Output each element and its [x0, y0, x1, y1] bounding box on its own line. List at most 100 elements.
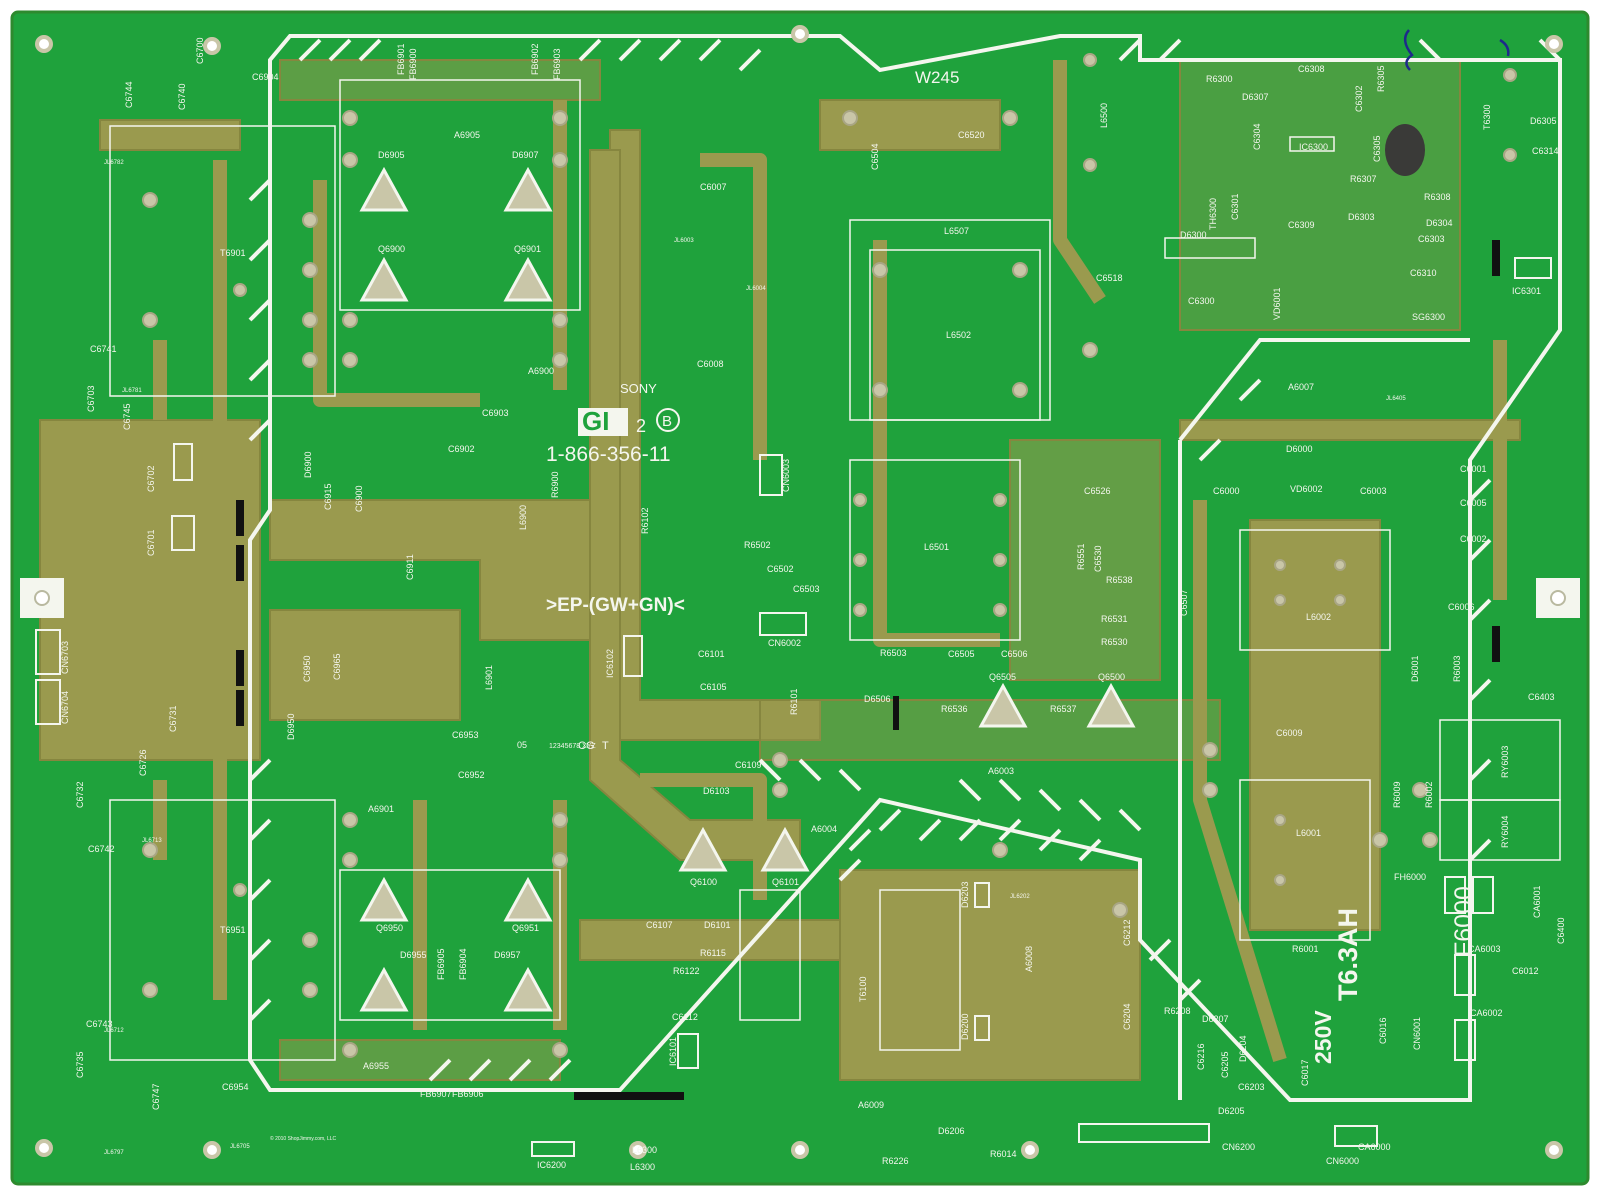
label-c6008: C6008 — [697, 359, 724, 369]
label-jl6797: JL6797 — [104, 1150, 124, 1156]
label-c6745: C6745 — [122, 403, 132, 430]
label-r6538: R6538 — [1106, 575, 1133, 585]
label-c6000: C6000 — [1213, 486, 1240, 496]
label-cn6704: CN6704 — [60, 691, 70, 724]
label-d6907: D6907 — [512, 150, 539, 160]
year-code: 05 — [517, 740, 527, 750]
label-l6507: L6507 — [944, 226, 969, 236]
label-c6902: C6902 — [448, 444, 475, 454]
revision-mark: B — [662, 413, 672, 430]
silkscreen-text: SONY GI 2 B 1-866-356-11 W245 >EP-(GW+GN… — [270, 68, 1478, 1142]
label-jl6405: JL6405 — [1386, 396, 1406, 402]
label-ca6003: CA6003 — [1468, 944, 1501, 954]
label-q6505: Q6505 — [989, 672, 1016, 682]
label-a6901: A6901 — [368, 804, 394, 814]
model-label: GI — [582, 406, 609, 436]
solder-pads — [142, 53, 1517, 1058]
label-jl6713: JL6713 — [142, 838, 162, 844]
label-r6900: R6900 — [550, 471, 560, 498]
label-r6226: R6226 — [882, 1156, 909, 1166]
label-c6310: C6310 — [1410, 268, 1437, 278]
label-d6300: D6300 — [1180, 230, 1207, 240]
label-d6957: D6957 — [494, 950, 521, 960]
label-c6965: C6965 — [332, 653, 342, 680]
label-c6502: C6502 — [767, 564, 794, 574]
label-c6744: C6744 — [124, 81, 134, 108]
fuse-name: F6000 — [1450, 886, 1478, 957]
label-c6001: C6001 — [1460, 464, 1487, 474]
label-d6950: D6950 — [286, 713, 296, 740]
label-c6107: C6107 — [646, 920, 673, 930]
reference-designators: C6904 C6700 C6744 C6740 JL6782 FB6901 FB… — [60, 37, 1566, 1172]
label-c6303: C6303 — [1418, 234, 1445, 244]
label-fb6901: FB6901 — [396, 43, 406, 75]
primary-boundary — [1178, 338, 1470, 1100]
label-l6001: L6001 — [1296, 828, 1321, 838]
label-r6502: R6502 — [744, 540, 771, 550]
fuse-rating: T6.3AH — [1333, 908, 1363, 1001]
label-c6726: C6726 — [138, 749, 148, 776]
label-d6900: D6900 — [303, 451, 313, 478]
label-c6504: C6504 — [870, 143, 880, 170]
label-sg6300: SG6300 — [1412, 312, 1445, 322]
label-jl6004: JL6004 — [746, 286, 766, 292]
label-c6732: C6732 — [75, 781, 85, 808]
label-d6000: D6000 — [1286, 444, 1313, 454]
label-d6103: D6103 — [703, 786, 730, 796]
label-a6900: A6900 — [528, 366, 554, 376]
label-r6001: R6001 — [1292, 944, 1319, 954]
label-q6951: Q6951 — [512, 923, 539, 933]
label-c6742: C6742 — [88, 844, 115, 854]
label-ry6003: RY6003 — [1500, 746, 1510, 778]
label-r6003: R6003 — [1452, 655, 1462, 682]
label-r6531: R6531 — [1101, 614, 1128, 624]
label-c6403: C6403 — [1528, 692, 1555, 702]
label-fb6907: FB6907 — [420, 1089, 452, 1099]
right-tab-hole — [1550, 590, 1566, 606]
label-t6100: T6100 — [858, 976, 868, 1002]
label-q6500: Q6500 — [1098, 672, 1125, 682]
label-ca6002: CA6002 — [1470, 1008, 1503, 1018]
label-ic6101: IC6101 — [668, 1037, 678, 1066]
label-r6536: R6536 — [941, 704, 968, 714]
label-cn6200: CN6200 — [1222, 1142, 1255, 1152]
label-ic6301: IC6301 — [1512, 286, 1541, 296]
label-r6014: R6014 — [990, 1149, 1017, 1159]
label-d6307: D6307 — [1242, 92, 1269, 102]
label-ca6001: CA6001 — [1532, 885, 1542, 918]
label-c6903: C6903 — [482, 408, 509, 418]
label-c6701: C6701 — [146, 529, 156, 556]
label-l6500: L6500 — [1099, 103, 1109, 128]
label-vd6001: VD6001 — [1272, 287, 1282, 320]
revision-label: 2 — [636, 416, 646, 436]
label-a6004: A6004 — [811, 824, 837, 834]
label-c6904: C6904 — [252, 72, 279, 82]
board-edge — [10, 10, 1590, 1186]
label-d6205: D6205 — [1218, 1106, 1245, 1116]
label-c6703: C6703 — [86, 385, 96, 412]
label-c6304: C6304 — [1252, 123, 1262, 150]
label-c6518: C6518 — [1096, 273, 1123, 283]
label-jl6782: JL6782 — [104, 160, 124, 166]
label-a6009: A6009 — [858, 1100, 884, 1110]
label-c6950: C6950 — [302, 655, 312, 682]
label-c6702: C6702 — [146, 465, 156, 492]
label-fb6904: FB6904 — [458, 948, 468, 980]
label-d6955: D6955 — [400, 950, 427, 960]
label-q6900: Q6900 — [378, 244, 405, 254]
label-l6300: L6300 — [630, 1162, 655, 1172]
label-r6122: R6122 — [673, 966, 700, 976]
label-ca6000: CA6000 — [1358, 1142, 1391, 1152]
connector-footprints — [35, 257, 1552, 1157]
label-c6205: C6205 — [1220, 1051, 1230, 1078]
label-th6300: TH6300 — [1208, 198, 1218, 230]
black-component — [1385, 124, 1425, 176]
label-a6905: A6905 — [454, 130, 480, 140]
label-fb6900: FB6900 — [408, 48, 418, 80]
label-jl6003: JL6003 — [674, 238, 694, 244]
label-c6731: C6731 — [168, 705, 178, 732]
isolation-boundary — [248, 34, 1562, 1102]
label-c6915: C6915 — [323, 483, 333, 510]
label-c6017: C6017 — [1300, 1059, 1310, 1086]
